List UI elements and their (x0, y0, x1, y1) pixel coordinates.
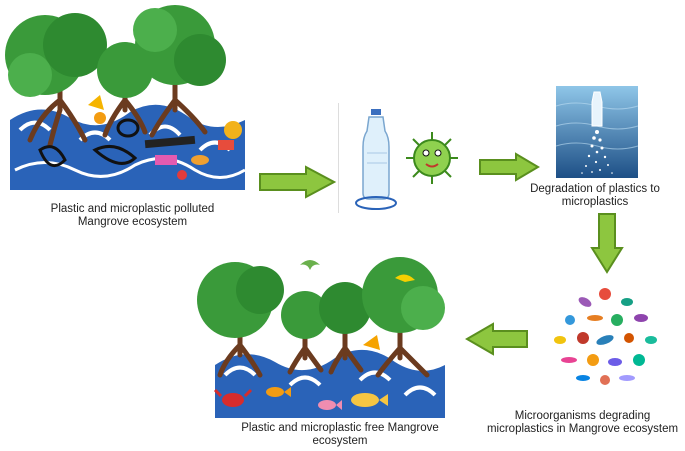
green-arrow-icon (590, 212, 624, 274)
fish-icon (351, 393, 388, 407)
green-arrow-icon (478, 152, 540, 182)
caption-microorganisms-line-1: Microorganisms degrading (514, 410, 651, 422)
green-arrow-icon (465, 322, 529, 356)
caption-microorganisms-line-2: microplastics in Mangrove ecosystem (486, 423, 679, 435)
caption-free-line-1: Plastic and microplastic free Mangrove (241, 422, 439, 434)
caption-free-line-2: ecosystem (312, 435, 368, 447)
bird-icon (363, 335, 380, 350)
bird-icon (300, 260, 320, 270)
plastic-bottle-icon (355, 109, 458, 210)
caption-degradation-line-2: microplastics (561, 196, 629, 208)
bird-icon (395, 274, 415, 282)
bottle-and-microbe-illustration (338, 103, 469, 213)
caption-degradation: Degradation of plastics to microplastics (515, 183, 675, 209)
caption-free: Plastic and microplastic free Mangrove e… (220, 422, 460, 448)
caption-microorganisms: Microorganisms degrading microplastics i… (480, 410, 685, 436)
microorganisms-illustration (545, 282, 665, 394)
bacteria-icon (554, 288, 657, 385)
caption-polluted-line-1: Plastic and microplastic polluted (50, 203, 215, 215)
crab-icon (213, 388, 253, 407)
fish-icon (318, 400, 342, 410)
fish-icon (266, 387, 291, 397)
caption-polluted: Plastic and microplastic polluted Mangro… (30, 203, 235, 229)
caption-degradation-line-1: Degradation of plastics to (530, 183, 660, 195)
green-arrow-icon (258, 165, 336, 199)
degradation-illustration (556, 86, 638, 178)
clean-mangrove-illustration (195, 250, 450, 420)
polluted-mangrove-illustration (0, 0, 250, 195)
caption-polluted-line-2: Mangrove ecosystem (77, 216, 188, 228)
microbe-icon (406, 132, 458, 184)
